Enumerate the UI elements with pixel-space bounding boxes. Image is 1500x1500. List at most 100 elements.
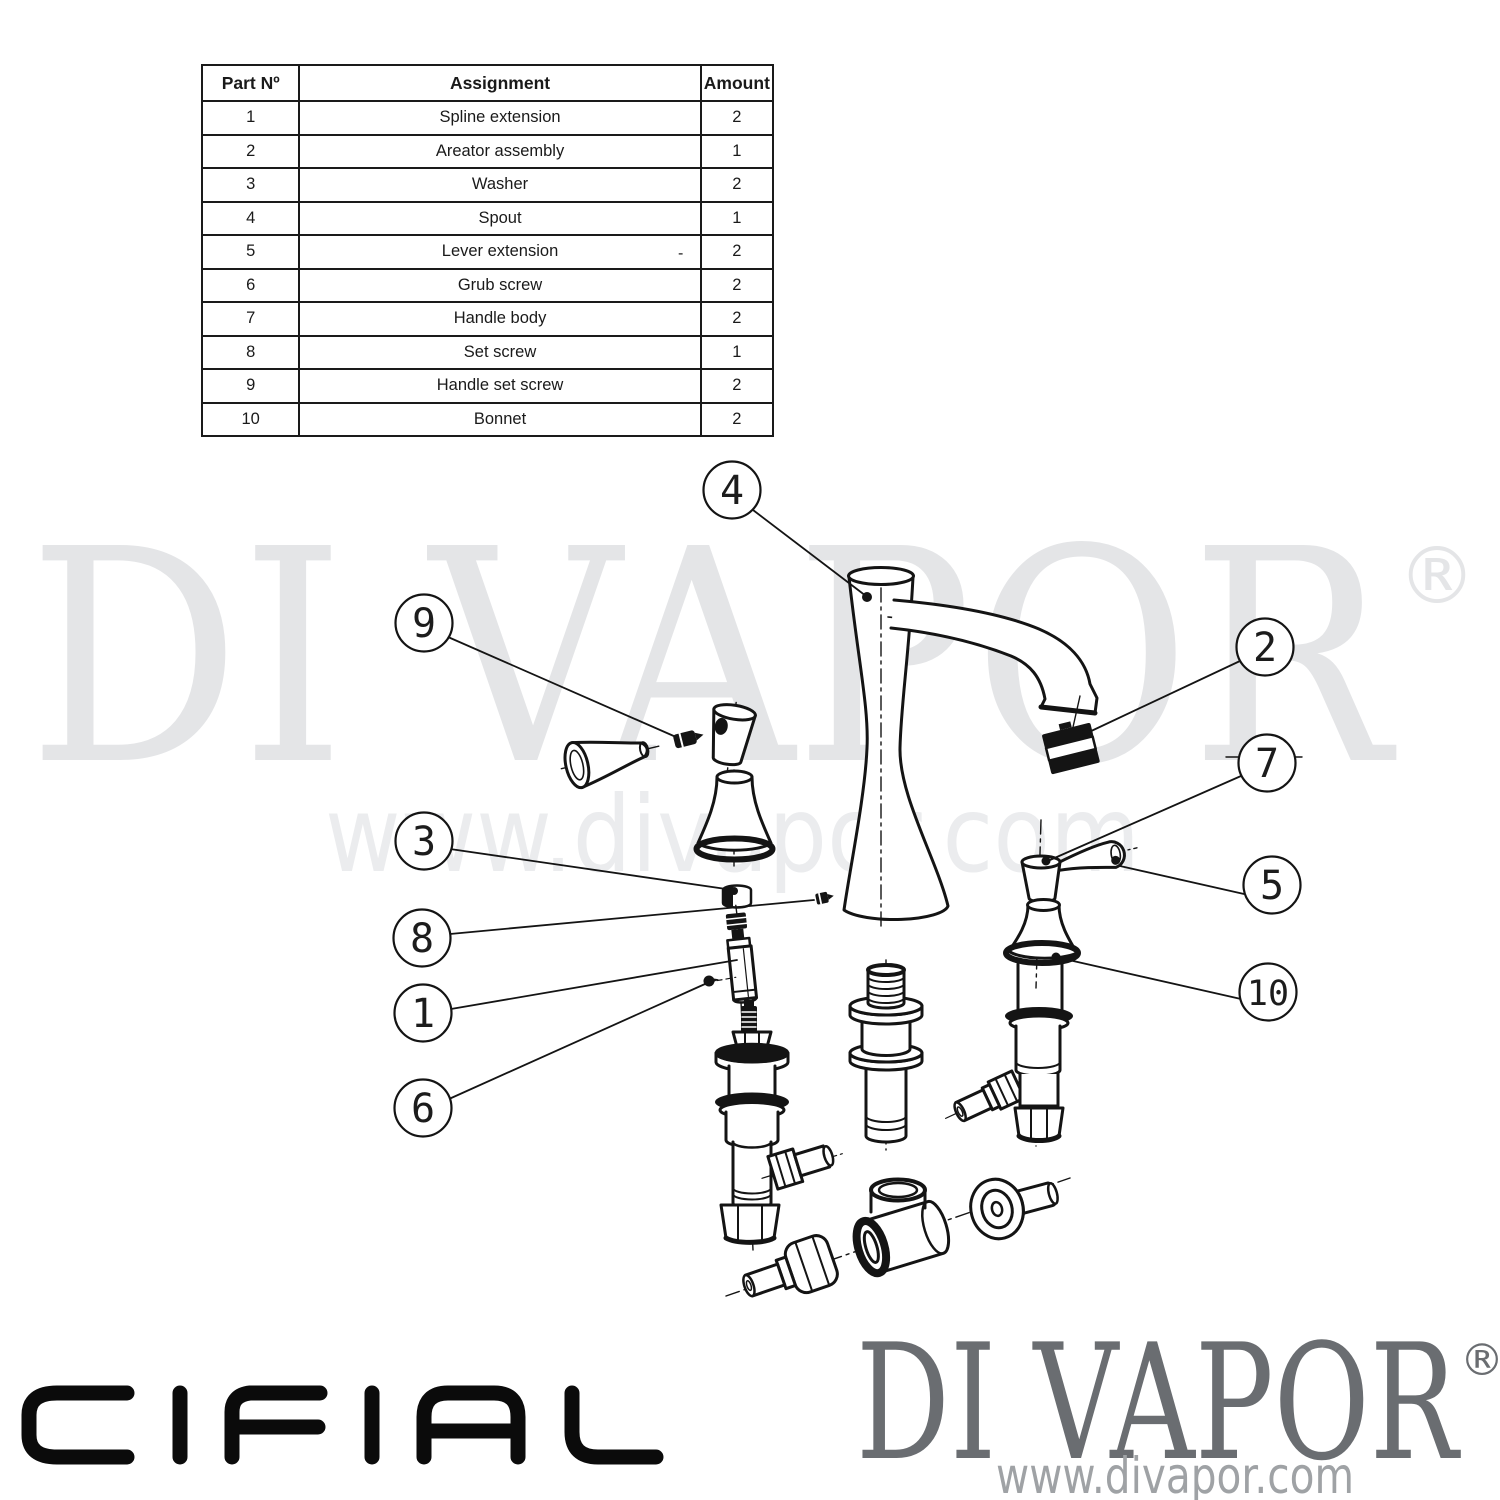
handle-group-right — [1003, 819, 1138, 989]
assignment-cell: Grub screw — [298, 267, 702, 303]
tee-connector — [852, 1177, 951, 1278]
header-amount: Amount — [699, 64, 775, 102]
part-no-cell: 6 — [200, 267, 301, 303]
leader-3 — [449, 848, 734, 891]
header-part-no: Part Nº — [200, 64, 301, 102]
part-no-cell: 9 — [200, 368, 301, 404]
table-row: 6 Grub screw 2 — [200, 267, 775, 303]
bottom-fittings — [725, 1177, 1071, 1298]
leader-4 — [752, 509, 867, 597]
callout-3-label: 3 — [412, 819, 436, 865]
part-no-cell: 4 — [200, 200, 301, 236]
amount-cell: 2 — [699, 100, 775, 136]
tailpiece-left — [742, 1234, 839, 1298]
part-no-cell: 7 — [200, 301, 301, 337]
callout-1-label: 1 — [411, 991, 435, 1037]
divapor-logo: DI VAPOR ® www.divapor.com — [856, 1309, 1500, 1500]
part-no-cell: 10 — [200, 401, 301, 437]
callout-7: 7 — [1237, 733, 1297, 793]
table-row: 7 Handle body 2 — [200, 301, 775, 337]
spout — [842, 566, 950, 929]
watermark-title: DI VAPOR — [28, 486, 1397, 830]
callout-6: 6 — [393, 1078, 453, 1138]
callout-8: 8 — [392, 908, 452, 968]
assignment-cell: Spout — [298, 200, 702, 236]
callout-4-label: 4 — [720, 468, 744, 514]
parts-table: Part Nº Assignment Amount 1 Spline exten… — [200, 64, 775, 437]
handle-body-left — [711, 701, 757, 771]
leader-5 — [1119, 865, 1245, 895]
cifial-letter-a — [416, 1385, 526, 1465]
assignment-cell: Spline extension — [298, 100, 702, 136]
leader-1 — [450, 959, 738, 1010]
callout-1: 1 — [393, 983, 453, 1043]
assignment-cell: Handle body — [298, 301, 702, 337]
callout-2-label: 2 — [1253, 625, 1277, 671]
assignment-cell: Set screw — [298, 334, 702, 370]
parts-table-header-row: Part Nº Assignment Amount — [200, 64, 775, 102]
amount-cell: 1 — [699, 200, 775, 236]
callout-4: 4 — [702, 460, 762, 520]
amount-cell: 2 — [699, 368, 775, 404]
amount-cell: 2 — [699, 267, 775, 303]
aerator — [1042, 721, 1100, 775]
amount-cell: 2 — [699, 301, 775, 337]
assignment-cell: Bonnet — [298, 401, 702, 437]
table-row: 8 Set screw 1 — [200, 334, 775, 370]
part-no-cell: 1 — [200, 100, 301, 136]
part-no-cell: 8 — [200, 334, 301, 370]
leader-6 — [448, 983, 706, 1100]
table-row: 1 Spline extension 2 — [200, 100, 775, 136]
part-no-cell: 5 — [200, 234, 301, 270]
watermark-registered-icon: ® — [1398, 532, 1476, 622]
amount-cell: 1 — [699, 334, 775, 370]
divapor-logo-text: DI VAPOR — [856, 1309, 1461, 1496]
stray-mark: - — [678, 245, 684, 262]
valve-right — [945, 962, 1073, 1147]
bonnet-left — [693, 769, 776, 867]
set-screw — [815, 891, 834, 905]
assignment-cell: Lever extension — [298, 234, 702, 270]
table-row: 10 Bonnet 2 — [200, 401, 775, 437]
shank-center — [848, 959, 924, 1151]
header-assignment: Assignment — [298, 64, 702, 102]
callout-9-label: 9 — [412, 601, 436, 647]
spout-arm — [889, 598, 1099, 737]
cifial-letter-f — [224, 1385, 328, 1465]
amount-cell: 2 — [699, 234, 775, 270]
callout-5-label: 5 — [1260, 863, 1284, 909]
callout-9: 9 — [394, 593, 454, 653]
amount-cell: 2 — [699, 401, 775, 437]
part-no-cell: 3 — [200, 167, 301, 203]
leader-7 — [1049, 775, 1242, 861]
callout-10-label: 10 — [1247, 974, 1289, 1014]
assignment-cell: Handle set screw — [298, 368, 702, 404]
leader-9 — [447, 636, 677, 738]
leader-lines — [447, 509, 1303, 1100]
cifial-logo — [21, 1385, 664, 1465]
grub-screw — [703, 975, 737, 987]
handle-body-right — [1020, 854, 1062, 904]
watermark-center: DI VAPOR ® www.divapor.com — [28, 486, 1476, 896]
table-row: 5 Lever extension 2 — [200, 234, 775, 270]
amount-cell: 2 — [699, 167, 775, 203]
divapor-registered-icon: ® — [1460, 1335, 1500, 1386]
handle-set-screw — [673, 730, 704, 749]
table-row: 4 Spout 1 — [200, 200, 775, 236]
callout-10: 10 — [1238, 962, 1298, 1022]
assignment-cell: Areator assembly — [298, 133, 702, 169]
assignment-cell: Washer — [298, 167, 702, 203]
valve-left — [714, 1000, 847, 1251]
divapor-logo-url: www.divapor.com — [996, 1447, 1354, 1500]
callout-3: 3 — [394, 811, 454, 871]
leader-10 — [1059, 957, 1242, 1000]
table-row: 2 Areator assembly 1 — [200, 133, 775, 169]
lever-extension-right — [1047, 840, 1138, 873]
leader-8 — [449, 899, 815, 935]
cifial-letter-c — [21, 1385, 135, 1465]
exploded-diagram: 4 9 3 8 1 6 2 — [392, 460, 1303, 1298]
amount-cell: 1 — [699, 133, 775, 169]
callout-5: 5 — [1242, 855, 1302, 915]
